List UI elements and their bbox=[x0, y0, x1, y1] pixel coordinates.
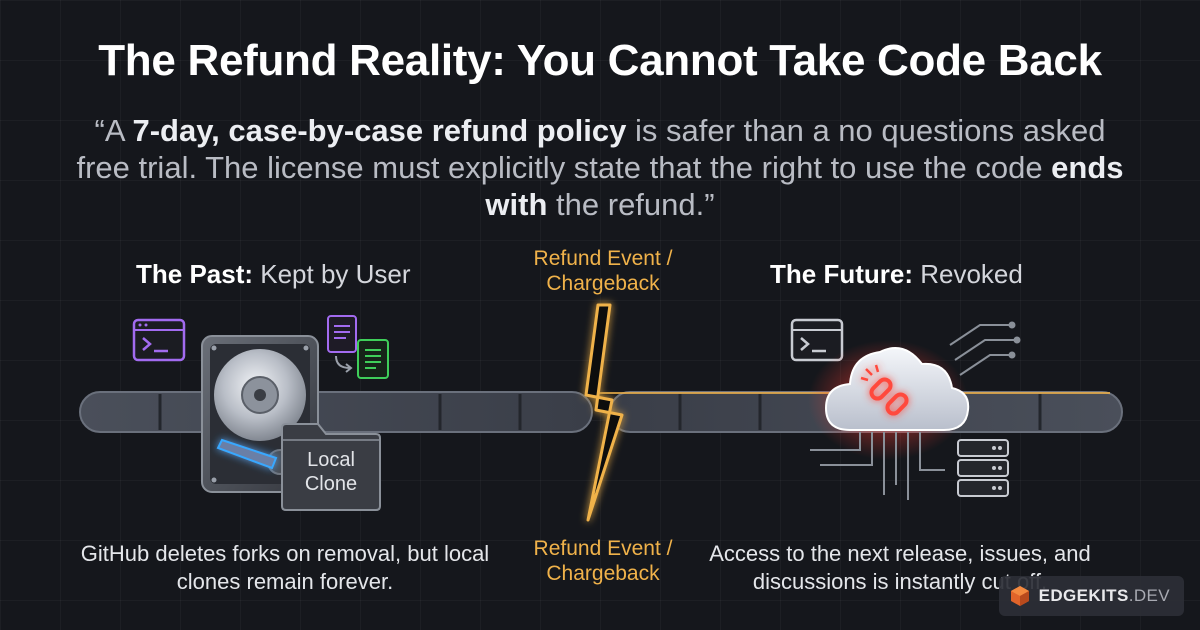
cut-cables bbox=[810, 432, 945, 500]
policy-quote: “A 7-day, case-by-case refund policy is … bbox=[70, 112, 1130, 223]
folder-icon bbox=[281, 423, 381, 511]
quote-text-1: “A bbox=[94, 113, 133, 148]
quote-text-2: is safer than a no questions asked free … bbox=[76, 113, 1106, 185]
server-icon bbox=[957, 439, 1009, 497]
past-caption: GitHub deletes forks on removal, but loc… bbox=[80, 541, 490, 594]
documents-icon bbox=[327, 315, 389, 379]
brand-badge[interactable]: EDGEKITS.DEV bbox=[998, 576, 1184, 616]
brand-name: EDGEKITS bbox=[1038, 586, 1129, 605]
refund-event-label-top: Refund Event / Chargeback bbox=[533, 247, 673, 295]
quote-bold-1: 7-day, case-by-case refund policy bbox=[132, 113, 627, 148]
quote-text-3: the refund.” bbox=[547, 187, 715, 222]
broken-link-icon bbox=[860, 364, 909, 416]
quote-bold-2: ends with bbox=[485, 150, 1124, 222]
past-heading-bold: The Past: bbox=[136, 259, 254, 289]
page-title: The Refund Reality: You Cannot Take Code… bbox=[98, 36, 1102, 85]
lightning-bolt-icon bbox=[584, 303, 624, 522]
future-caption: Access to the next release, issues, and … bbox=[709, 541, 1091, 594]
future-heading-bold: The Future: bbox=[770, 259, 913, 289]
brand-tld: .DEV bbox=[1128, 586, 1170, 605]
past-heading: The Past: Kept by User bbox=[136, 259, 411, 290]
future-heading: The Future: Revoked bbox=[770, 259, 1023, 290]
brand-logo-icon bbox=[1010, 586, 1029, 606]
cloud-icon bbox=[824, 347, 970, 431]
terminal-icon bbox=[132, 318, 186, 362]
past-heading-rest: Kept by User bbox=[253, 259, 411, 289]
refund-event-label-bottom: Refund Event / Chargeback bbox=[533, 537, 673, 585]
circuit-lines bbox=[949, 321, 1021, 376]
future-heading-rest: Revoked bbox=[913, 259, 1023, 289]
terminal-icon bbox=[790, 318, 844, 362]
local-clone-label: Local Clone bbox=[304, 449, 358, 495]
